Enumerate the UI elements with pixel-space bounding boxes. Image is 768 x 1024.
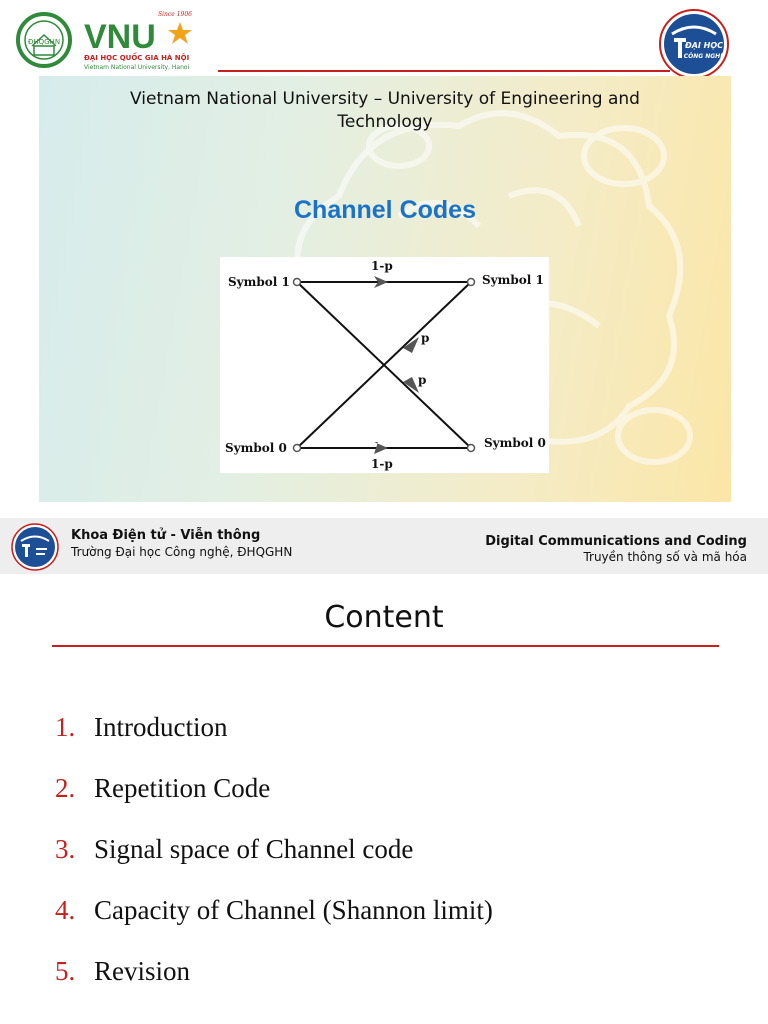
- department-name: Khoa Điện tử - Viễn thông: [71, 528, 261, 543]
- university-name-line2: Technology: [337, 112, 433, 132]
- uet-logo: ĐẠI HỌC CÔNG NGHỆ: [659, 9, 729, 79]
- toc-item: 1. Introduction: [55, 712, 493, 773]
- content-title-rule: [52, 645, 719, 647]
- prob-label-cross-up: p: [421, 331, 430, 345]
- arrow-down-right-icon: [403, 377, 419, 393]
- toc-item: 2. Repetition Code: [55, 773, 493, 834]
- arrow-right-icon: [374, 276, 388, 288]
- vnu-emblem-text: ĐHQGHN: [28, 38, 60, 46]
- vnu-name-vi: ĐẠI HỌC QUỐC GIA HÀ NỘI: [84, 52, 189, 62]
- slide-title: Channel Codes: [294, 196, 476, 224]
- toc-item-number: 3.: [55, 834, 76, 864]
- course-name-en: Digital Communications and Coding: [485, 534, 747, 549]
- symbol-label-top-right: Symbol 1: [482, 273, 544, 287]
- toc-item-number: 4.: [55, 895, 76, 925]
- toc-item: 4. Capacity of Channel (Shannon limit): [55, 895, 493, 956]
- binary-channel-diagram: Symbol 1 Symbol 1 Symbol 0 Symbol 0 1-p …: [220, 257, 549, 473]
- symbol-label-top-left: Symbol 1: [228, 275, 290, 289]
- channel-diagram-lines: [292, 276, 476, 454]
- node-bottom-left: [292, 443, 302, 453]
- cross-edge-up: [296, 281, 472, 449]
- star-icon: [168, 22, 192, 44]
- table-of-contents: 1. Introduction 2. Repetition Code 3. Signa…: [55, 712, 493, 1017]
- prob-label-top: 1-p: [371, 259, 393, 273]
- arrow-up-right-icon: [403, 337, 419, 353]
- course-name-vi: Truyền thông số và mã hóa: [583, 550, 747, 564]
- university-name: Vietnam National University – University…: [39, 88, 731, 134]
- prob-label-cross-down: p: [418, 373, 427, 387]
- prob-label-bottom: 1-p: [371, 457, 393, 471]
- toc-item-label: Signal space of Channel code: [94, 834, 414, 864]
- university-name-line1: Vietnam National University – University…: [130, 89, 640, 109]
- uet-logo-line2: CÔNG NGHỆ: [684, 53, 726, 60]
- node-top-left: [292, 277, 302, 287]
- symbol-label-bottom-left: Symbol 0: [225, 441, 287, 455]
- title-slide: ĐHQGHN VNU Since 1906 ĐẠI HỌC QUỐC GIA H…: [16, 9, 731, 502]
- toc-item: 3. Signal space of Channel code: [55, 834, 493, 895]
- title-banner: Vietnam National University – University…: [39, 76, 731, 502]
- toc-item: 5. Revision: [55, 956, 493, 1017]
- arrow-heads: [374, 276, 419, 454]
- toc-item-label: Introduction: [94, 712, 228, 742]
- toc-item-number: 2.: [55, 773, 76, 803]
- slide-footer: Khoa Điện tử - Viễn thông Trường Đại học…: [0, 518, 768, 574]
- toc-item-label: Revision: [94, 956, 191, 986]
- vnu-since: Since 1906: [158, 11, 192, 18]
- arrow-right-icon: [374, 442, 388, 454]
- vnu-name-en: Vietnam National University, Hanoi: [84, 64, 190, 71]
- toc-item-number: 5.: [55, 956, 76, 986]
- uet-logo-line1: ĐẠI HỌC: [684, 41, 723, 50]
- node-top-right: [466, 277, 476, 287]
- toc-item-label: Capacity of Channel (Shannon limit): [94, 895, 493, 925]
- header-rule: [218, 70, 670, 72]
- vnu-logo: ĐHQGHN VNU Since 1906 ĐẠI HỌC QUỐC GIA H…: [16, 11, 192, 71]
- symbol-label-bottom-right: Symbol 0: [484, 436, 546, 450]
- school-name: Trường Đại học Công nghệ, ĐHQGHN: [71, 545, 293, 559]
- uet-footer-logo: [11, 523, 59, 571]
- content-title: Content: [324, 600, 444, 635]
- vnu-brand: VNU: [84, 18, 156, 56]
- toc-item-number: 1.: [55, 712, 76, 742]
- toc-item-label: Repetition Code: [94, 773, 271, 803]
- node-bottom-right: [466, 443, 476, 453]
